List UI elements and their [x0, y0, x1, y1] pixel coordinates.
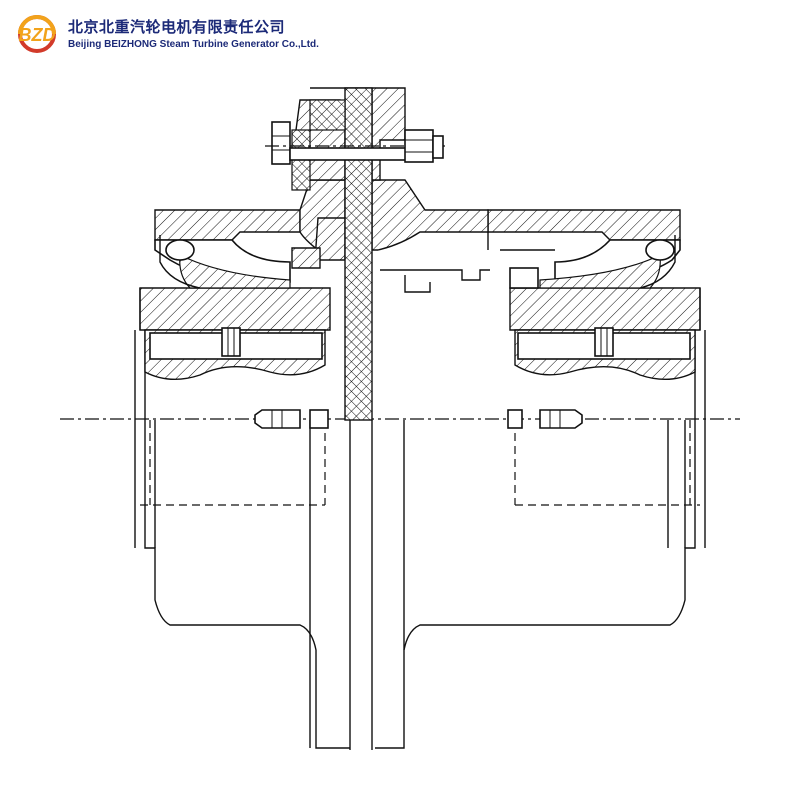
- insulation-plate: [344, 87, 373, 421]
- left-flange-housing: [154, 209, 301, 289]
- right-sleeve: [509, 287, 701, 380]
- logo-emblem-icon: BZD: [18, 15, 56, 53]
- right-set-screw: [507, 409, 583, 429]
- left-set-screw: [254, 409, 329, 429]
- right-flange-housing: [487, 209, 681, 289]
- left-sleeve: [139, 287, 331, 380]
- inner-step-line-2: [404, 275, 431, 293]
- right-hub: [375, 330, 700, 749]
- left-hub: [140, 330, 350, 749]
- company-header: BZD 北京北重汽轮电机有限责任公司 Beijing BEIZHONG Stea…: [10, 10, 319, 58]
- insulation-washer-left: [309, 99, 346, 131]
- flange-bolt: [265, 121, 445, 165]
- company-logo: BZD: [10, 12, 64, 56]
- logo-text: BZD: [19, 25, 56, 45]
- inner-step-line: [380, 269, 490, 281]
- company-name-cn: 北京北重汽轮电机有限责任公司: [68, 17, 286, 36]
- company-name-en: Beijing BEIZHONG Steam Turbine Generator…: [68, 38, 319, 50]
